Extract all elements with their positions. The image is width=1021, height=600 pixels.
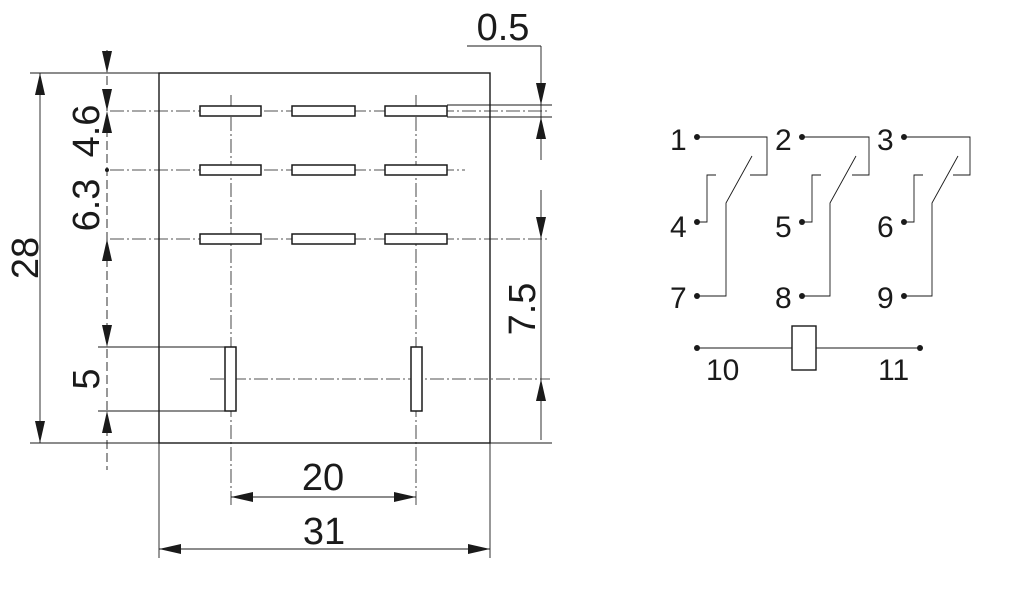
dim-width-label: 31 bbox=[303, 511, 345, 553]
footprint-view: 28 4.6 6.3 5 0.5 7.5 20 31 bbox=[5, 7, 552, 558]
coil-symbol: 10 11 bbox=[694, 325, 923, 387]
contact-pin bbox=[291, 105, 356, 117]
terminal-label-4: 4 bbox=[670, 211, 687, 244]
dim-coil-spacing-label: 20 bbox=[302, 457, 344, 499]
contact-pin bbox=[199, 233, 262, 245]
contact-pin bbox=[384, 164, 448, 176]
terminal-label-1: 1 bbox=[670, 124, 687, 157]
contact-pin bbox=[384, 105, 448, 117]
terminal-label-7: 7 bbox=[670, 282, 687, 315]
dim-row-spacing-1-label: 4.6 bbox=[66, 105, 108, 158]
dim-coil-pin-length-label: 5 bbox=[66, 368, 108, 389]
coil-terminal-label-11: 11 bbox=[878, 354, 909, 387]
terminal-label-8: 8 bbox=[775, 282, 792, 315]
wiring-schematic: 1 4 7 2 5 8 3 6 9 bbox=[670, 124, 971, 387]
terminal-label-9: 9 bbox=[877, 282, 894, 315]
dim-pin-to-coil-label: 7.5 bbox=[502, 283, 544, 336]
coil-box bbox=[791, 325, 817, 371]
dim-top-gap-label: 0.5 bbox=[477, 7, 530, 49]
coil-terminal-label-10: 10 bbox=[706, 354, 739, 387]
terminal-label-5: 5 bbox=[775, 211, 792, 244]
coil-pin-right bbox=[410, 346, 423, 412]
dim-height-label: 28 bbox=[5, 237, 47, 279]
terminal-label-6: 6 bbox=[877, 211, 894, 244]
contact-pin bbox=[291, 164, 356, 176]
contact-group-3: 3 6 9 bbox=[877, 124, 971, 315]
contact-pin bbox=[199, 164, 262, 176]
contact-pin bbox=[199, 105, 262, 117]
coil-pin-left bbox=[224, 346, 237, 412]
dim-row-spacing-2-label: 6.3 bbox=[66, 179, 108, 232]
relay-body-outline bbox=[158, 72, 491, 444]
contact-pin bbox=[291, 233, 356, 245]
terminal-label-2: 2 bbox=[775, 124, 792, 157]
contact-pin bbox=[384, 233, 448, 245]
terminal-label-3: 3 bbox=[877, 124, 894, 157]
contact-group-1: 1 4 7 bbox=[670, 124, 768, 315]
contact-group-2: 2 5 8 bbox=[775, 124, 870, 315]
